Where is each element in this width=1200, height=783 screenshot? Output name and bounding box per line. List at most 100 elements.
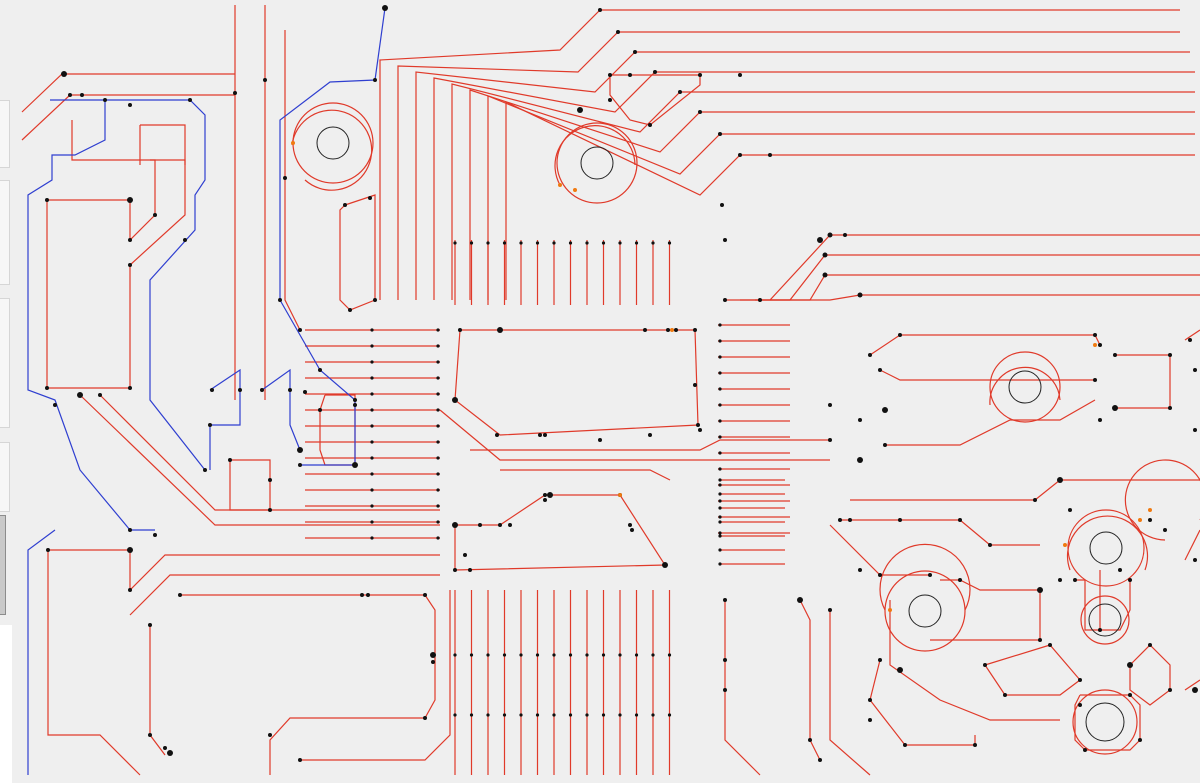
via-icon [127, 197, 133, 203]
mounting-hole-icon [1089, 531, 1123, 565]
via-icon [260, 388, 264, 392]
via-icon [148, 623, 152, 627]
via-icon [718, 403, 722, 407]
trace [397, 31, 1180, 300]
via-icon [1138, 738, 1142, 742]
trace [140, 124, 186, 165]
via-icon [148, 733, 152, 737]
mounting-hole-pad [1080, 595, 1130, 645]
via-icon [598, 8, 602, 12]
via-icon [1128, 693, 1132, 697]
via-icon [436, 328, 440, 332]
via-icon [868, 353, 872, 357]
via-icon [718, 520, 722, 524]
via-icon [353, 403, 357, 407]
via-icon [370, 392, 374, 396]
via-icon [263, 78, 267, 82]
via-icon [1148, 508, 1152, 512]
via-icon [696, 423, 700, 427]
via-icon [208, 423, 212, 427]
via-icon [718, 534, 722, 538]
via-icon [1098, 418, 1102, 422]
via-icon [1063, 543, 1067, 547]
side-panel-tab-2[interactable] [0, 180, 10, 285]
mounting-hole-pad [292, 102, 374, 184]
via-icon [903, 743, 907, 747]
via-icon [353, 398, 357, 402]
via-icon [486, 653, 490, 657]
trace [740, 254, 1200, 301]
via-icon [370, 360, 374, 364]
via-icon [103, 98, 107, 102]
via-icon [453, 241, 457, 245]
via-icon [1073, 578, 1077, 582]
trace [505, 101, 1195, 300]
via-icon [568, 241, 573, 245]
via-icon [718, 492, 722, 496]
via-icon [436, 392, 440, 396]
side-panel-tab-1[interactable] [0, 100, 10, 168]
via-icon [1078, 703, 1082, 707]
via-icon [634, 653, 639, 657]
via-icon [298, 463, 302, 467]
via-icon [1037, 587, 1043, 593]
via-icon [1078, 678, 1082, 682]
via-icon [868, 698, 872, 702]
panel-handle-icon[interactable] [0, 515, 6, 615]
via-icon [888, 608, 892, 612]
trace [850, 479, 1200, 501]
side-panel-tab-4[interactable] [0, 442, 10, 512]
via-icon [822, 272, 828, 278]
via-icon [633, 50, 637, 54]
via-icon [718, 515, 722, 519]
via-icon [1093, 333, 1097, 337]
via-icon [1058, 578, 1062, 582]
via-icon [616, 30, 620, 34]
via-icon [585, 653, 589, 657]
trace [984, 644, 1081, 696]
via-icon [543, 498, 547, 502]
side-panel-tab-3[interactable] [0, 298, 10, 428]
via-icon [128, 528, 132, 532]
via-icon [897, 667, 903, 673]
via-icon [585, 241, 589, 245]
via-icon [436, 408, 440, 412]
via-icon [436, 376, 440, 380]
via-icon [858, 568, 862, 572]
via-icon [508, 523, 512, 527]
mounting-hole-icon [1008, 370, 1042, 404]
via-icon [718, 323, 722, 327]
via-icon [878, 573, 882, 577]
via-icon [318, 368, 322, 372]
via-icon [552, 713, 556, 717]
via-icon [183, 238, 187, 242]
via-icon [68, 93, 72, 97]
via-icon [857, 292, 863, 298]
via-icon [128, 238, 132, 242]
via-icon [370, 376, 374, 380]
trace [1075, 579, 1131, 631]
via-icon [436, 488, 440, 492]
via-icon [758, 298, 762, 302]
via-icon [1193, 428, 1197, 432]
via-icon [288, 388, 292, 392]
via-icon [698, 110, 702, 114]
via-icon [838, 518, 842, 522]
via-icon [723, 298, 727, 302]
trace [1124, 459, 1200, 541]
via-icon [436, 456, 440, 460]
via-icon [628, 73, 632, 77]
trace [279, 7, 386, 466]
via-icon [452, 397, 458, 403]
via-icon [601, 653, 606, 657]
via-icon [178, 593, 182, 597]
via-icon [1083, 748, 1087, 752]
via-icon [618, 653, 622, 657]
via-icon [80, 93, 84, 97]
trace [770, 294, 1200, 301]
trace [885, 399, 1096, 446]
via-icon [868, 718, 872, 722]
via-icon [502, 713, 507, 717]
via-icon [370, 344, 374, 348]
